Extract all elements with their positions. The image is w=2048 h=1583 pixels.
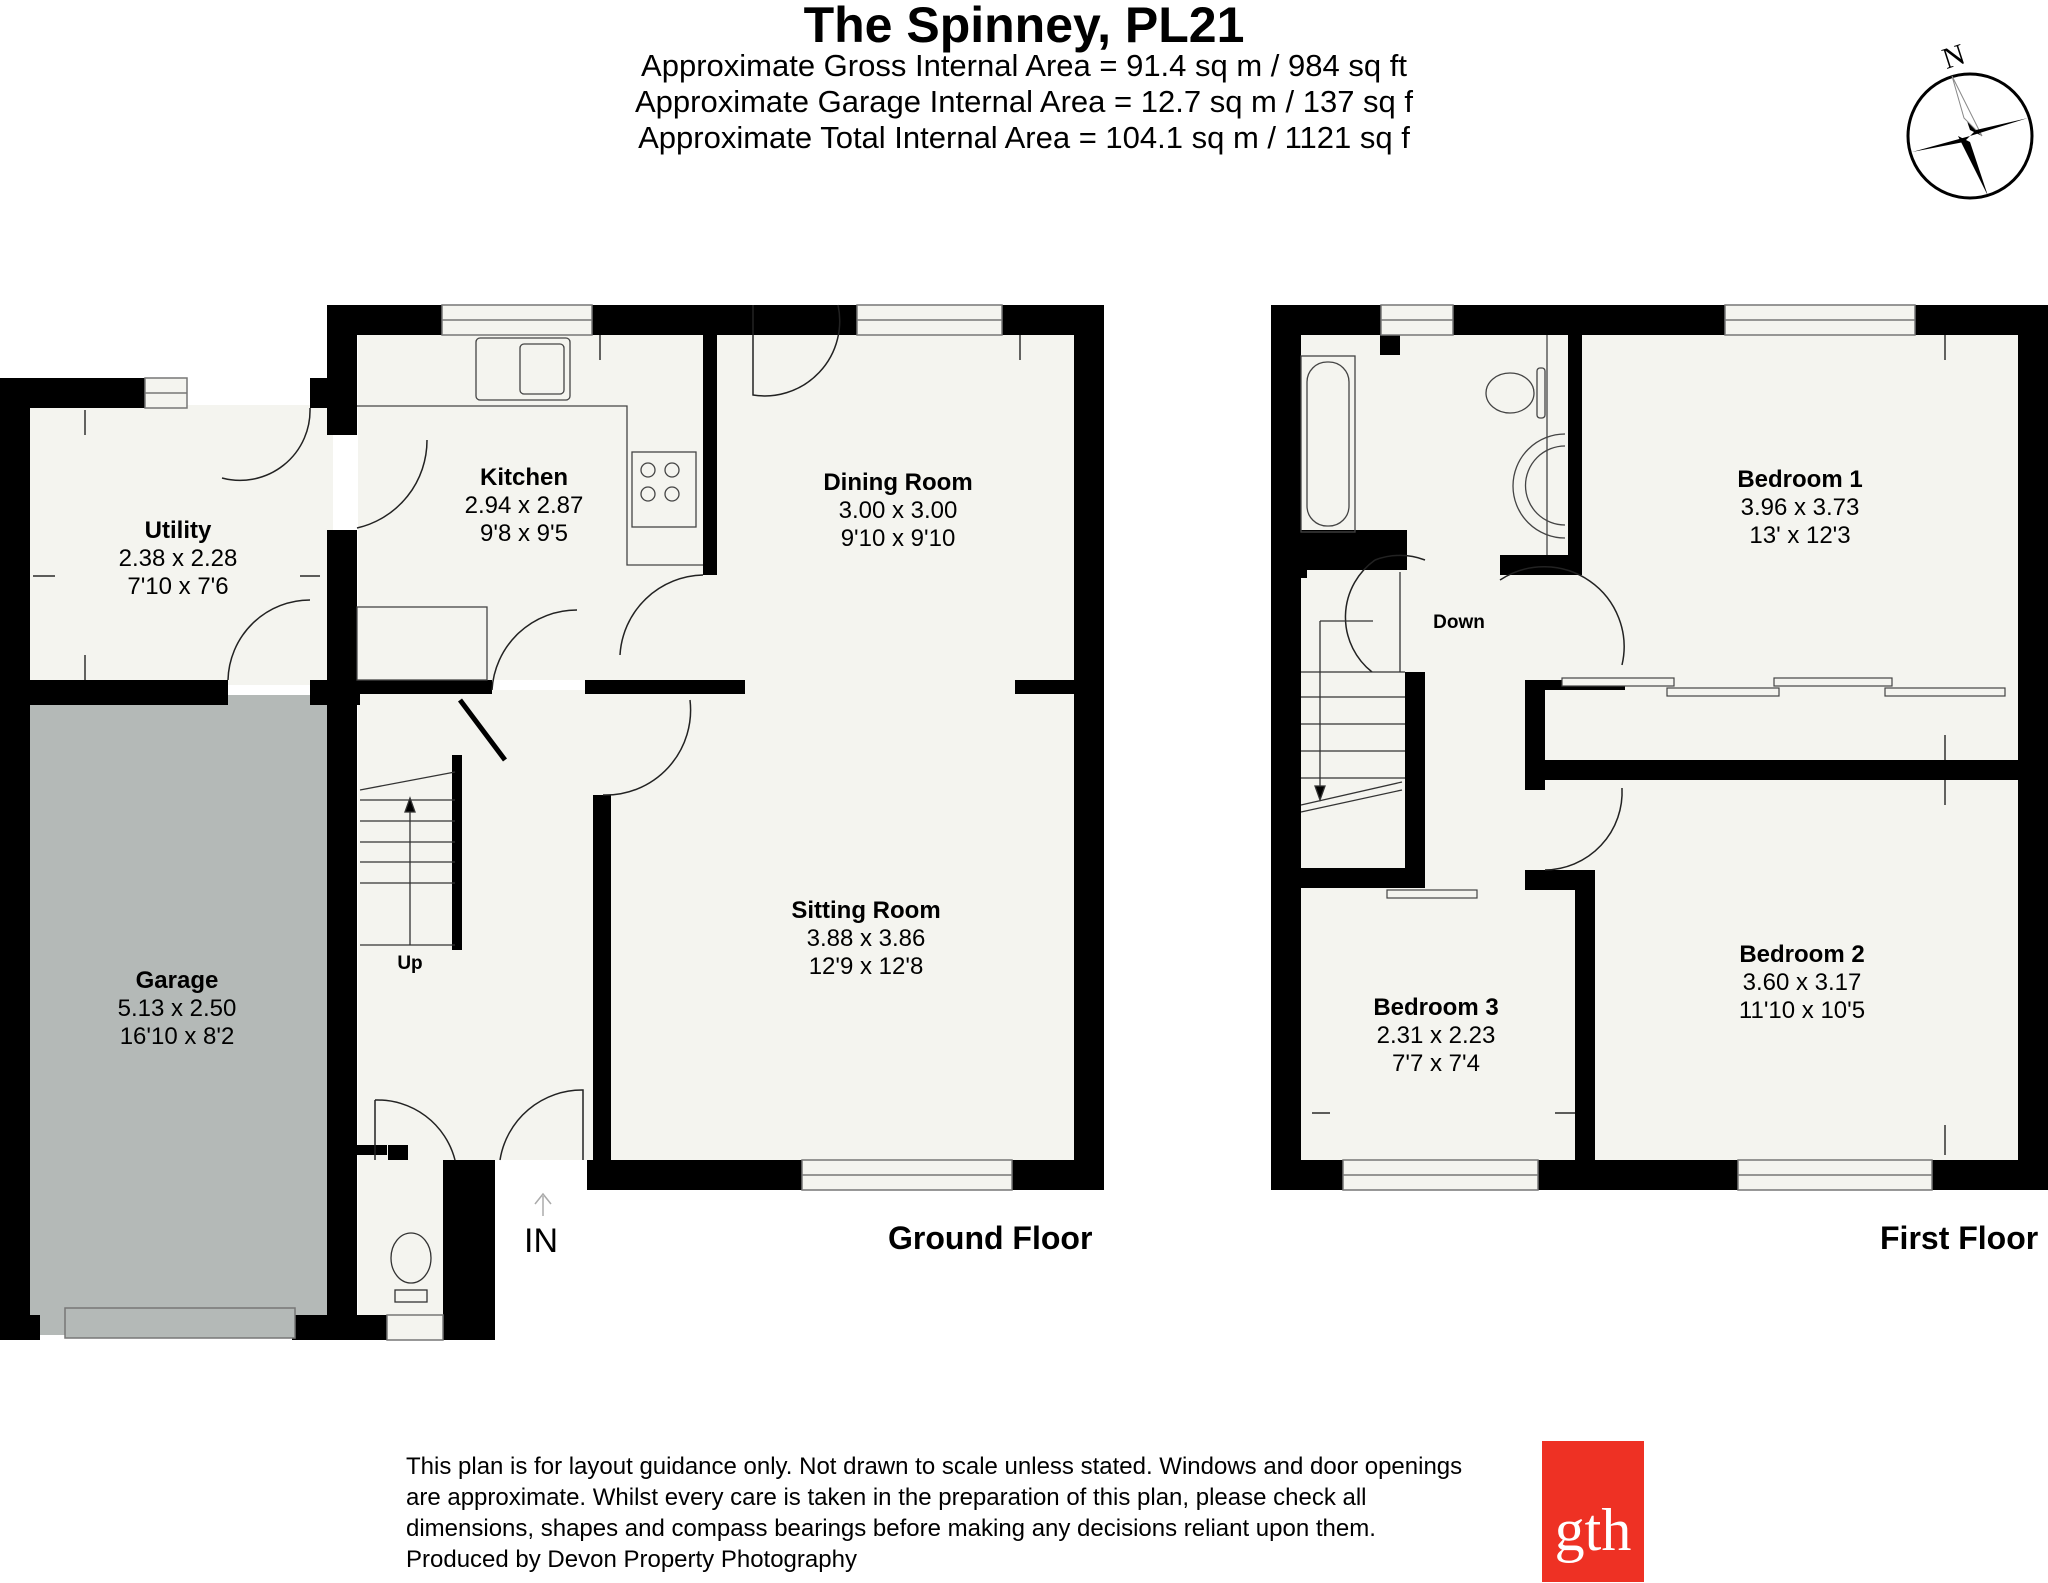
basin-icon: [1512, 433, 1566, 539]
first-floor-windows: [1342, 304, 1933, 1191]
toilet-icon: [390, 1232, 432, 1303]
sitting-imperial: 12'9 x 12'8: [809, 953, 924, 980]
gross-area: Approximate Gross Internal Area = 91.4 s…: [641, 48, 1407, 83]
garage-area: Approximate Garage Internal Area = 12.7 …: [634, 84, 1414, 119]
compass-north-label: N: [1938, 38, 1969, 76]
toilet-icon: [1485, 372, 1535, 414]
garage-imperial: 16'10 x 8'2: [120, 1023, 235, 1050]
first-floor-stairs: [1300, 572, 1405, 813]
ground-stairs: [359, 771, 456, 946]
ground-floor-windows: [64, 304, 1013, 1341]
gth-logo: gth: [1542, 1441, 1644, 1582]
entrance-arrow-icon: [534, 1192, 552, 1216]
utility-metric: 2.38 x 2.28: [119, 545, 238, 572]
ground-floor-doors: [221, 304, 841, 1161]
disclaimer-line: Produced by Devon Property Photography: [406, 1546, 857, 1573]
sitting-metric: 3.88 x 3.86: [807, 925, 926, 952]
bedroom2-imperial: 11'10 x 10'5: [1739, 997, 1865, 1024]
first-floor-doors: [1344, 554, 1625, 871]
sink-icon: [475, 337, 571, 401]
garage-floor: [28, 695, 328, 1335]
utility-name: Utility: [145, 517, 212, 544]
ground-floor-walls: [0, 305, 1104, 1340]
bedroom1-name: Bedroom 1: [1737, 466, 1862, 493]
logo-text: gth: [1554, 1497, 1632, 1563]
bedroom3-imperial: 7'7 x 7'4: [1392, 1050, 1480, 1077]
ground-floor-label: Ground Floor: [888, 1220, 1093, 1256]
disclaimer: This plan is for layout guidance only. N…: [406, 1451, 1536, 1575]
bedroom3-metric: 2.31 x 2.23: [1377, 1022, 1496, 1049]
kitchen-fittings: [356, 337, 703, 681]
dimension-arrows: [33, 335, 1946, 1155]
plan-title: The Spinney, PL21: [803, 0, 1245, 53]
garage-name: Garage: [136, 967, 219, 994]
dining-metric: 3.00 x 3.00: [839, 497, 958, 524]
kitchen-imperial: 9'8 x 9'5: [480, 520, 568, 547]
kitchen-name: Kitchen: [480, 464, 568, 491]
bedroom2-name: Bedroom 2: [1739, 941, 1864, 968]
sitting-name: Sitting Room: [791, 897, 940, 924]
dining-name: Dining Room: [823, 469, 972, 496]
first-floor-walls: [1271, 305, 2048, 1190]
bedroom3-name: Bedroom 3: [1373, 994, 1498, 1021]
bedroom1-metric: 3.96 x 3.73: [1741, 494, 1860, 521]
stairs-up-label: Up: [397, 953, 422, 974]
wardrobe: [1386, 677, 2006, 899]
kitchen-metric: 2.94 x 2.87: [465, 492, 584, 519]
bath-icon: [1300, 355, 1356, 533]
bedroom1-imperial: 13' x 12'3: [1749, 522, 1850, 549]
garage-metric: 5.13 x 2.50: [118, 995, 237, 1022]
dining-imperial: 9'10 x 9'10: [841, 525, 956, 552]
hob-icon: [631, 451, 697, 528]
utility-imperial: 7'10 x 7'6: [127, 573, 228, 600]
first-floor-label: First Floor: [1880, 1220, 2039, 1256]
stairs-down-label: Down: [1433, 612, 1485, 633]
total-area: Approximate Total Internal Area = 104.1 …: [638, 120, 1410, 155]
compass-rose-icon: N: [1906, 38, 2034, 200]
entrance-label: IN: [524, 1222, 558, 1260]
bathroom-fittings: [1300, 335, 1566, 555]
disclaimer-line: This plan is for layout guidance only. N…: [406, 1453, 1463, 1480]
bedroom2-metric: 3.60 x 3.17: [1743, 969, 1862, 996]
disclaimer-line: dimensions, shapes and compass bearings …: [406, 1515, 1376, 1542]
disclaimer-line: are approximate. Whilst every care is ta…: [406, 1484, 1367, 1511]
